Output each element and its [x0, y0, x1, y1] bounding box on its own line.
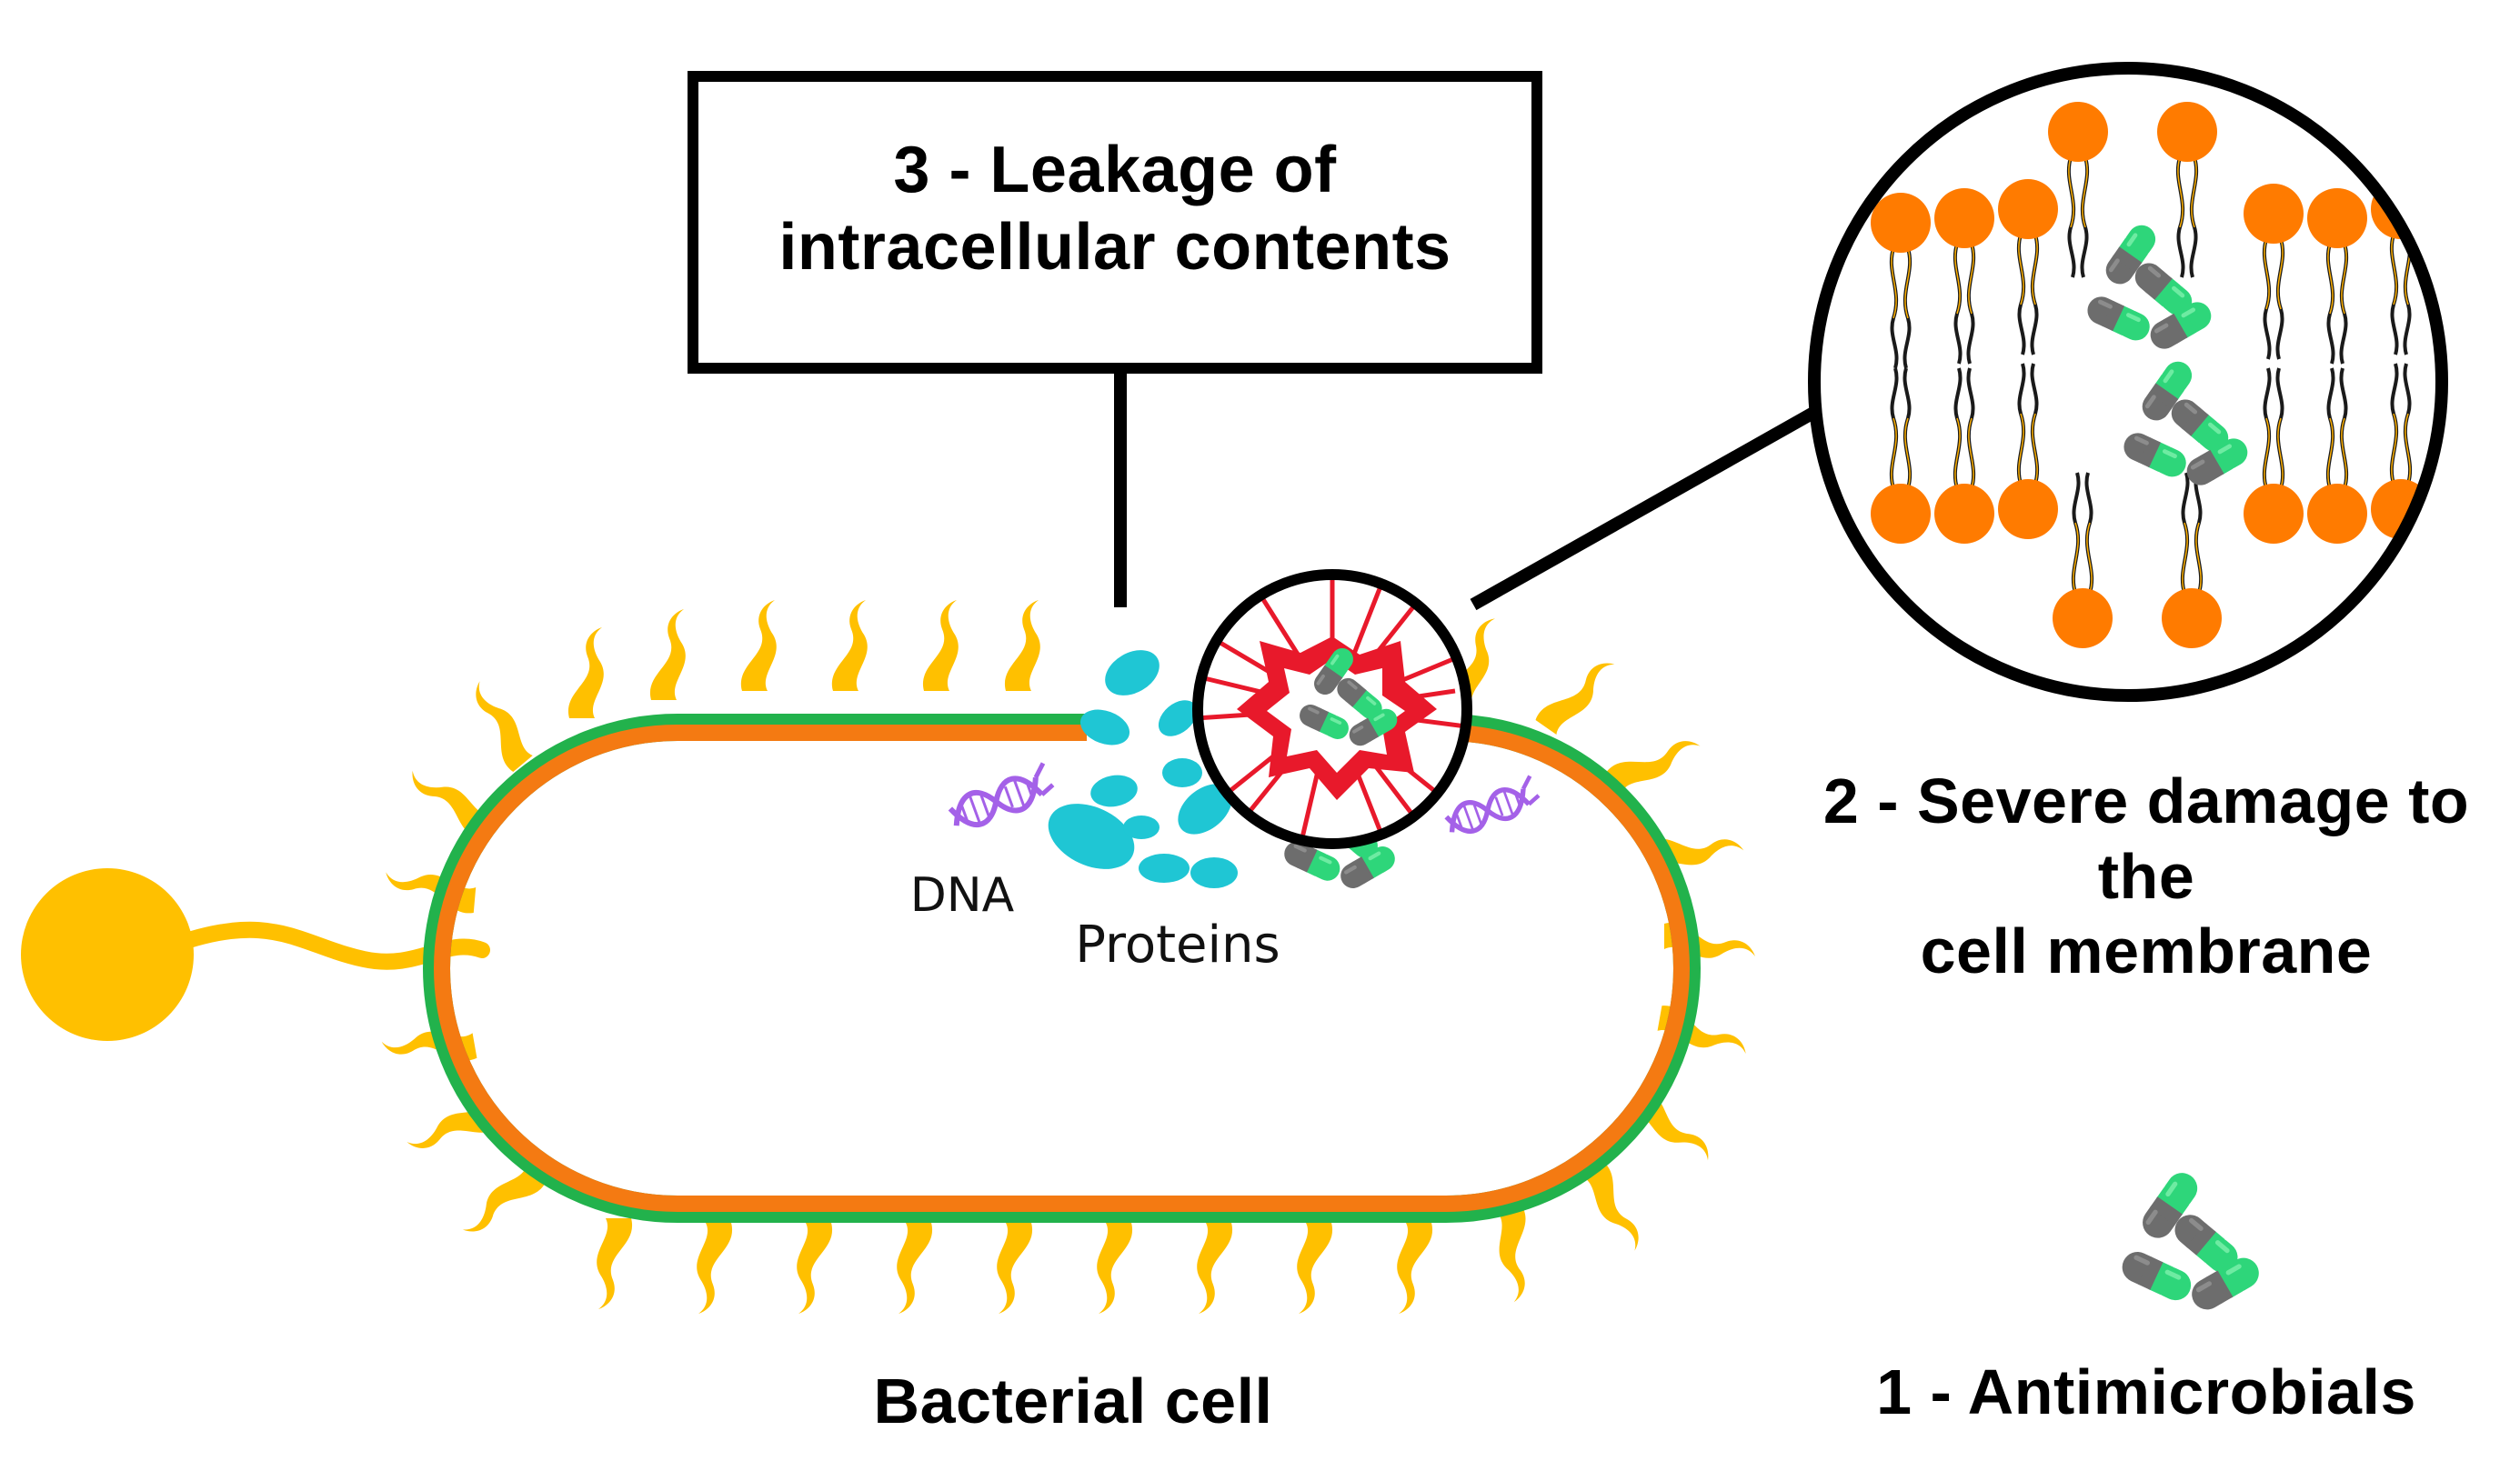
- leakage-label: 3 - Leakage of intracellular contents: [718, 132, 1511, 286]
- membrane-damage-line-2: cell membrane: [1920, 916, 2373, 987]
- membrane-damage-label: 2 - Severe damage to the cell membrane: [1782, 764, 2510, 989]
- membrane-damage-burst-icon: [1192, 569, 1472, 849]
- antimicrobials-label: 1 - Antimicrobials: [1855, 1355, 2437, 1430]
- antimicrobials-label-text: 1 - Antimicrobials: [1876, 1356, 2416, 1427]
- lipid-bilayer-icon: [1808, 62, 2448, 702]
- leakage-label-text: 3 - Leakage of intracellular contents: [778, 134, 1451, 284]
- leakage-label-box: [688, 71, 1542, 374]
- bacterial-cell-label: Bacterial cell: [800, 1364, 1346, 1439]
- membrane-damage-line-1: 2 - Severe damage to the: [1822, 766, 2470, 912]
- dna-label: DNA: [910, 868, 1015, 923]
- bacterial-cell-label-text: Bacterial cell: [873, 1366, 1273, 1436]
- protein-icon: [1048, 650, 1238, 888]
- proteins-label: Proteins: [1075, 916, 1280, 975]
- bacterial-cell-wall: [423, 714, 1701, 1223]
- antimicrobials-legend-icon: [2117, 1167, 2264, 1316]
- flagellum-tail-icon: [21, 868, 490, 1041]
- zoom-connector-line: [1470, 398, 1832, 611]
